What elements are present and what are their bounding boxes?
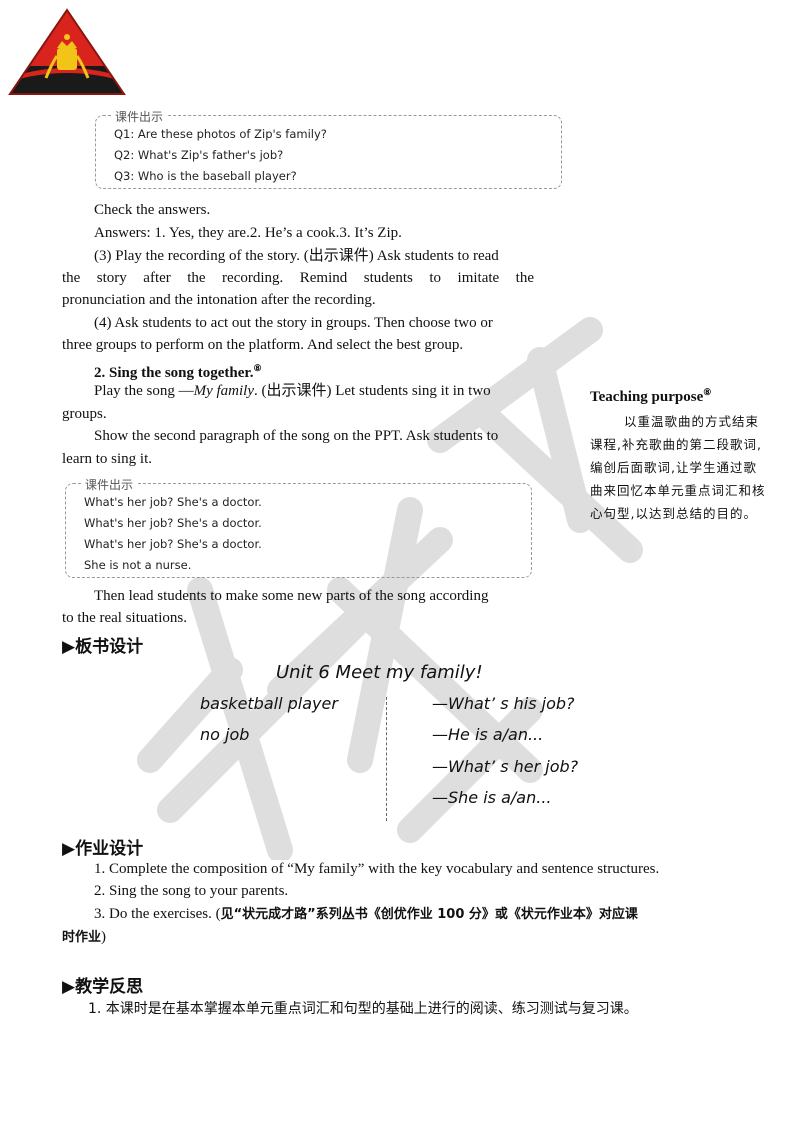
reflection-heading: ▶教学反思 [62,977,144,997]
lyric-line: What's her job? She's a doctor. [84,537,262,551]
lyric-line: What's her job? She's a doctor. [84,516,262,530]
footnote-mark: ⑧ [703,387,712,397]
homework-item3-ref: 见“状元成才路”系列丛书《创优作业 100 分》或《状元作业本》对应课 [220,907,638,922]
show-line: Show the second paragraph of the song on… [94,428,499,444]
sidebar-title-text: Teaching purpose [590,389,704,405]
sidebar-title: Teaching purpose⑧ [590,387,711,406]
step4-line: (4) Ask students to act out the story in… [94,315,493,331]
lead-line: Then lead students to make some new part… [94,588,489,604]
homework-heading: ▶作业设计 [62,839,144,859]
board-right-item: —He is a/an... [432,725,544,744]
question-line: Q2: What's Zip's father's job? [114,148,284,162]
board-right-item: —She is a/an... [432,788,552,807]
song-title: My family [193,383,254,399]
answers-text: Answers: 1. Yes, they are.2. He’s a cook… [94,225,402,241]
courseware-box: 课件出示 Q1: Are these photos of Zip's famil… [95,108,562,189]
board-right-item: —What’ s her job? [432,757,579,776]
homework-item3-post: ) [101,929,107,945]
lead-line: to the real situations. [62,610,187,626]
courseware-tag: 课件出示 [82,476,137,493]
homework-item: 3. Do the exercises. (见“状元成才路”系列丛书《创优作业 … [94,903,638,926]
board-right-item: —What’ s his job? [432,694,575,713]
question-line: Q1: Are these photos of Zip's family? [114,127,327,141]
homework-item: 1. Complete the composition of “My famil… [94,861,660,877]
footnote-mark: ⑧ [253,363,262,373]
sidebar-text: 以重温歌曲的方式结束课程,补充歌曲的第二段歌词,编创后面歌词,让学生通过歌曲来回… [590,414,766,521]
courseware-box: 课件出示 What's her job? She's a doctor. Wha… [65,476,532,578]
step3-line: pronunciation and the intonation after t… [62,292,376,308]
board-title: Unit 6 Meet my family! [276,662,483,683]
question-line: Q3: Who is the baseball player? [114,169,297,183]
step3-line: (3) Play the recording of the story. (出示… [94,248,499,264]
section-heading: 2. Sing the song together.⑧ [94,357,262,384]
check-text: Check the answers. [94,202,211,218]
board-left-item: basketball player [200,694,338,713]
homework-item3-ref-cont: 时作业 [62,930,102,945]
publisher-logo [8,8,126,95]
homework-item: 2. Sing the song to your parents. [94,883,289,899]
board-left-item: no job [200,725,250,744]
board-divider [386,697,387,821]
homework-item3-pre: 3. Do the exercises. ( [94,906,221,922]
play-line: Play the song —My family. (出示课件) Let stu… [94,380,491,402]
step4-line: three groups to perform on the platform.… [62,337,464,353]
homework-item: 时作业) [62,926,106,949]
board-heading: ▶板书设计 [62,637,144,657]
play-pre: Play the song — [94,383,194,399]
reflection-item: 1. 本课时是在基本掌握本单元重点词汇和句型的基础上进行的阅读、练习测试与复习课… [88,1001,638,1017]
lyric-line: What's her job? She's a doctor. [84,495,262,509]
play-post: . (出示课件) Let students sing it in two [254,383,491,399]
courseware-tag: 课件出示 [112,108,167,125]
sing-heading: 2. Sing the song together. [94,365,254,381]
play-line-2: groups. [62,406,107,422]
step3-line: the story after the recording. Remind st… [62,270,534,286]
show-line: learn to sing it. [62,451,152,467]
lyric-line: She is not a nurse. [84,558,192,572]
